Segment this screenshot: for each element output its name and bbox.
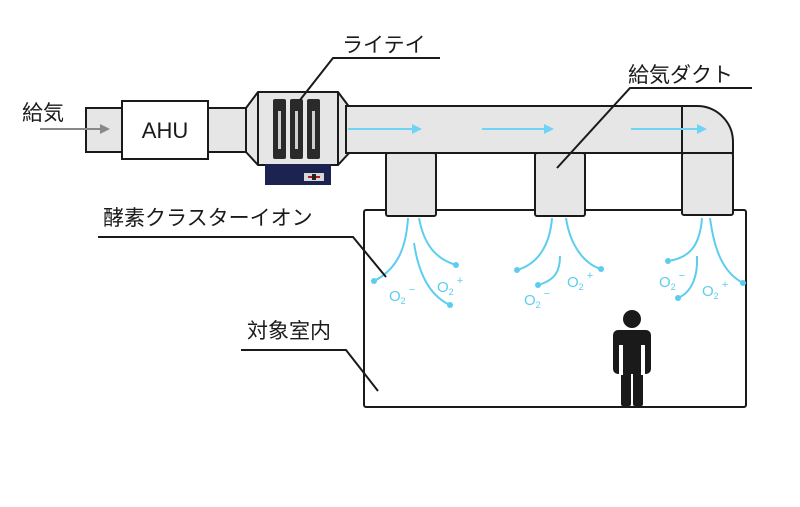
- person-icon: [613, 310, 651, 406]
- ion-stream-3: [665, 217, 746, 301]
- raitei-label: ライテイ: [342, 33, 426, 57]
- ion-label: O2−: [389, 284, 415, 306]
- ahu-unit: [121, 100, 209, 160]
- oxygen-ion-label: 酵素クラスターイオン: [103, 206, 313, 230]
- ion-label: O2+: [702, 279, 728, 301]
- ion-label: O2+: [567, 270, 593, 292]
- supply-duct-leader: [556, 87, 752, 169]
- diffuser-2: [534, 152, 586, 217]
- ahu-label: AHU: [142, 118, 188, 143]
- target-room-leader: [241, 349, 379, 392]
- device-filter-slots: [273, 99, 320, 159]
- diffuser-1: [385, 152, 437, 217]
- supply-air-label: 給気: [22, 101, 64, 125]
- raitei-leader: [299, 57, 440, 101]
- supply-duct-label: 給気ダクト: [628, 63, 733, 87]
- target-room: [363, 209, 747, 408]
- target-room-label: 対象室内: [247, 319, 331, 343]
- ion-label: O2−: [659, 270, 685, 292]
- ion-stream-1: [371, 217, 459, 308]
- supply-duct: [345, 105, 734, 217]
- ion-label: O2+: [437, 275, 463, 297]
- connector-duct: [207, 107, 247, 153]
- ion-stream-2: [514, 217, 604, 288]
- raitei-device: [245, 91, 351, 185]
- oxygen-ion-leader: [98, 236, 387, 278]
- ion-label: O2−: [524, 288, 550, 310]
